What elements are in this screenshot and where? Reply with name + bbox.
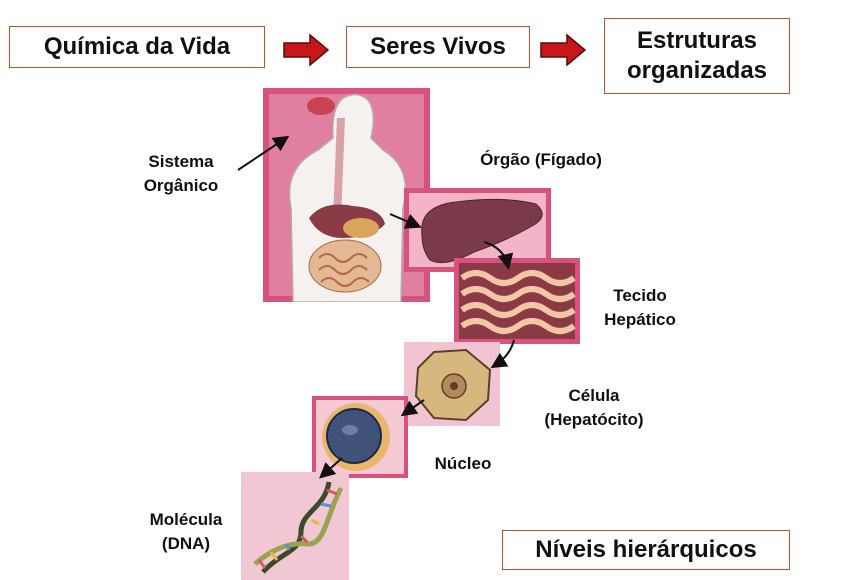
arrow-to-liver-icon [389,213,422,229]
niveis-hierarquicos-label: Níveis hierárquicos [535,536,757,563]
seres-vivos-label: Seres Vivos [370,33,506,60]
nucleus-image [312,396,408,478]
nucleo-label: Núcleo [434,454,492,473]
arrow-to-nucleus-icon [400,399,425,417]
flow-arrow-1-icon [283,33,330,67]
orgao-figado-label: Órgão (Fígado) [480,150,602,169]
arrow-to-dna-icon [319,457,343,479]
quimica-da-vida-box: Química da Vida [9,26,265,68]
estruturas-organizadas-box: Estruturas organizadas [604,18,790,94]
celula-hepatocito-label: Célula (Hepatócito) [544,386,644,429]
molecula-dna-label: Molécula (DNA) [149,510,223,553]
niveis-hierarquicos-box: Níveis hierárquicos [502,530,790,570]
sistema-organico-label: Sistema Orgânico [143,152,219,195]
organ-system-image [263,88,430,302]
flow-arrow-2-icon [540,33,587,67]
tecido-hepatico-label: Tecido Hepático [604,286,676,329]
seres-vivos-box: Seres Vivos [346,26,530,68]
hepatocyte-cell-image [404,342,500,426]
quimica-da-vida-label: Química da Vida [43,33,231,60]
hepatic-tissue-image [454,258,580,344]
arrow-to-system-icon [237,135,290,171]
estruturas-label: Estruturas [636,27,758,54]
arrow-to-tissue-icon [483,241,514,270]
organizadas-label: organizadas [626,57,768,84]
dna-molecule-image [241,472,349,580]
arrow-to-cell-icon [490,339,515,369]
